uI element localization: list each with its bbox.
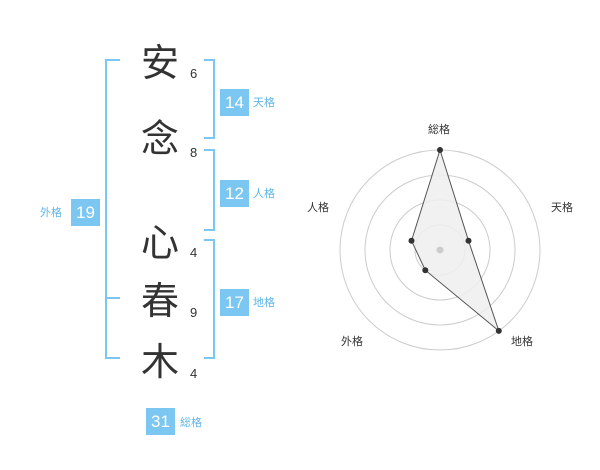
name-char-5: 木 (140, 340, 179, 384)
stroke-count-1: 6 (190, 66, 198, 81)
tenkaku-label: 天格 (253, 96, 275, 109)
radar-points (408, 147, 502, 334)
radar-axis-label-jinkaku: 人格 (307, 201, 329, 214)
gaikaku-value: 19 (71, 199, 100, 226)
name-char-4: 春 (140, 279, 179, 323)
soukaku-label: 総格 (180, 416, 202, 429)
chikaku-bracket (204, 239, 215, 359)
radar-center (436, 246, 444, 254)
name-char-2: 念 (140, 117, 179, 161)
jinkaku-bracket (204, 149, 215, 231)
jinkaku-value: 12 (220, 180, 249, 207)
radar-point-3 (422, 267, 429, 274)
radar-point-2 (495, 327, 502, 334)
chikaku-label: 地格 (253, 296, 275, 309)
radar-point-1 (465, 237, 472, 244)
gaikaku-label: 外格 (40, 206, 62, 219)
name-char-1: 安 (140, 41, 179, 85)
stroke-count-5: 4 (190, 366, 198, 381)
gaikaku-bracket (105, 59, 120, 359)
radar-axis-label-gaikaku: 外格 (341, 335, 363, 348)
radar-axis-label-soukaku: 総格 (428, 123, 450, 136)
stroke-count-3: 4 (190, 245, 198, 260)
radar-point-0 (437, 147, 443, 153)
name-char-3: 心 (140, 221, 179, 265)
radar-axis-label-tenkaku: 天格 (551, 201, 573, 214)
jinkaku-label: 人格 (253, 187, 275, 200)
soukaku-value: 31 (146, 408, 175, 435)
stroke-count-2: 8 (190, 145, 198, 160)
radar-shape (410, 148, 500, 333)
radar-point-4 (408, 237, 415, 244)
stroke-count-4: 9 (190, 305, 198, 320)
tenkaku-value: 14 (220, 89, 249, 116)
chikaku-value: 17 (220, 289, 249, 316)
tenkaku-bracket (204, 59, 215, 139)
radar-axis-label-chikaku: 地格 (511, 335, 533, 348)
